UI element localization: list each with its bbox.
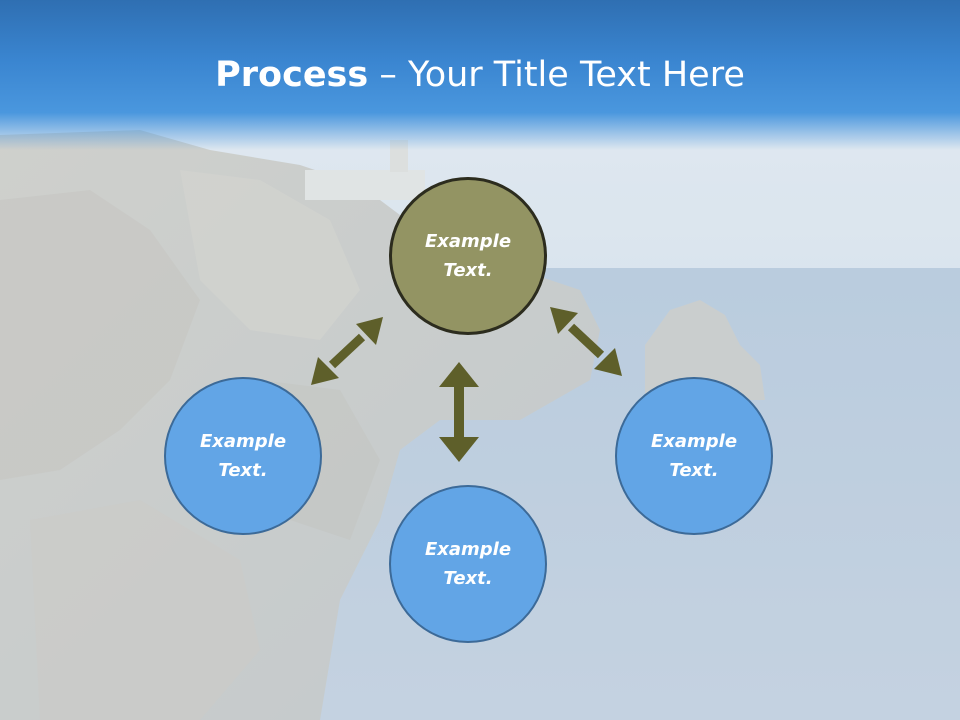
bottom-node-label: Example Text.: [424, 539, 512, 589]
right-node: Example Text.: [615, 377, 773, 535]
slide-title: Process – Your Title Text Here: [0, 52, 960, 98]
title-bold-text: Process: [215, 55, 369, 95]
left-node: Example Text.: [164, 377, 322, 535]
center-node: Example Text.: [389, 177, 547, 335]
title-rest-text: – Your Title Text Here: [368, 55, 745, 95]
bottom-node: Example Text.: [389, 485, 547, 643]
right-node-label: Example Text.: [650, 431, 738, 481]
title-bar: [0, 0, 960, 150]
double-arrow-center-right: [550, 307, 622, 376]
double-arrow-center-bottom: [439, 362, 479, 462]
left-node-label: Example Text.: [199, 431, 287, 481]
center-node-label: Example Text.: [424, 231, 512, 281]
double-arrow-center-left: [311, 317, 383, 385]
